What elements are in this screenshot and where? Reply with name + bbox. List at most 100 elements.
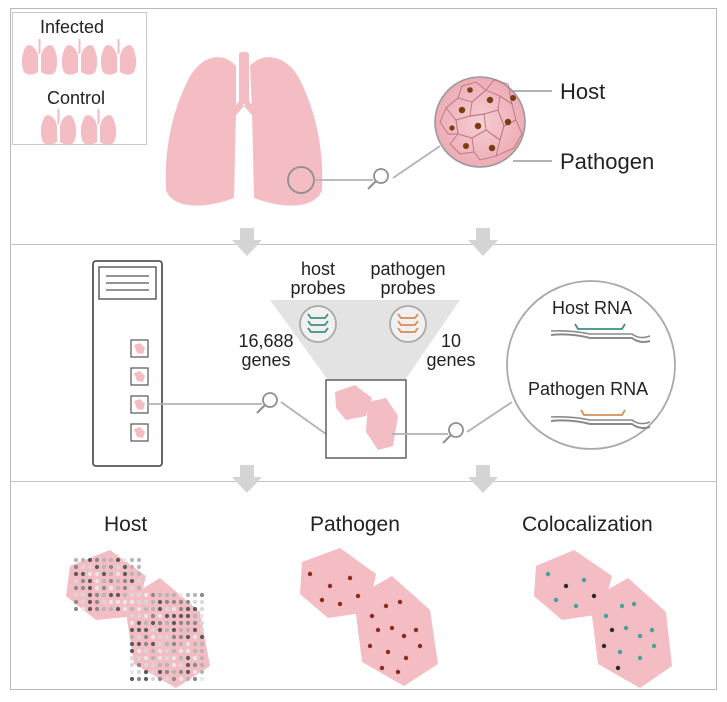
- host-spot: [171, 648, 177, 654]
- section-divider-2: [10, 481, 717, 482]
- control-lung-icon-1: [40, 109, 77, 145]
- pathogen-probes-icon: [389, 305, 427, 343]
- host-spot: [192, 669, 198, 675]
- infected-lung-icon-2: [61, 39, 98, 75]
- host-spot: [150, 648, 156, 654]
- host-spot: [178, 669, 184, 675]
- host-spot: [150, 676, 156, 682]
- host-spot: [122, 578, 128, 584]
- section-divider-1: [10, 244, 717, 245]
- host-probes-label: host probes: [288, 260, 348, 298]
- rna-callout-circle: [506, 280, 676, 450]
- pathogen-probes-label-line2: probes: [380, 278, 436, 298]
- host-spot: [87, 578, 93, 584]
- section-magnifier: [392, 401, 513, 444]
- host-spot: [73, 585, 79, 591]
- host-spot: [136, 578, 142, 584]
- host-spot: [171, 641, 177, 647]
- colocalization-spot: [651, 643, 657, 649]
- host-spot: [129, 627, 135, 633]
- host-spot: [136, 620, 142, 626]
- host-spot: [101, 564, 107, 570]
- host-spot: [171, 662, 177, 668]
- colocalization-spot: [637, 633, 643, 639]
- host-spot: [80, 606, 86, 612]
- host-spot: [129, 564, 135, 570]
- host-spot: [87, 599, 93, 605]
- host-spot: [80, 592, 86, 598]
- pathogen-gene-count-number: 10: [440, 331, 462, 351]
- host-spot: [185, 627, 191, 633]
- host-spot: [136, 662, 142, 668]
- host-spot: [164, 655, 170, 661]
- host-spot: [101, 599, 107, 605]
- host-spot: [115, 571, 121, 577]
- host-spot: [178, 641, 184, 647]
- host-spot: [143, 641, 149, 647]
- host-result-tissue: [66, 550, 210, 688]
- host-spot: [164, 627, 170, 633]
- colocalization-spot: [603, 613, 609, 619]
- host-spot: [136, 613, 142, 619]
- host-spot: [80, 557, 86, 563]
- pathogen-gene-count: 10 genes: [420, 332, 482, 370]
- host-spot: [122, 606, 128, 612]
- host-spot: [87, 571, 93, 577]
- down-arrow-2: [468, 228, 498, 256]
- infected-lung-icon-3: [100, 39, 137, 75]
- host-spot: [136, 655, 142, 661]
- host-spot: [192, 592, 198, 598]
- host-spot: [199, 655, 205, 661]
- pathogen-spot: [389, 625, 395, 631]
- host-spot: [87, 606, 93, 612]
- host-spot: [192, 655, 198, 661]
- host-spot: [164, 599, 170, 605]
- host-spot: [143, 620, 149, 626]
- pathogen-spot: [319, 597, 325, 603]
- host-spot: [171, 620, 177, 626]
- host-spot: [122, 571, 128, 577]
- host-spot: [185, 655, 191, 661]
- host-spot: [171, 606, 177, 612]
- host-spot: [164, 662, 170, 668]
- host-spot: [199, 641, 205, 647]
- host-spot: [73, 578, 79, 584]
- host-spot: [199, 669, 205, 675]
- host-spot: [143, 648, 149, 654]
- host-spot: [178, 662, 184, 668]
- host-spot: [192, 627, 198, 633]
- host-spot: [122, 564, 128, 570]
- host-spot: [150, 627, 156, 633]
- pathogen-spot: [413, 627, 419, 633]
- host-spot: [129, 585, 135, 591]
- figure-frame: [10, 8, 717, 690]
- pathogen-spot: [307, 571, 313, 577]
- host-spot: [171, 627, 177, 633]
- host-spot: [94, 564, 100, 570]
- host-spot: [164, 620, 170, 626]
- host-spot: [143, 634, 149, 640]
- host-spot: [150, 634, 156, 640]
- host-spot: [157, 606, 163, 612]
- host-spot: [129, 571, 135, 577]
- host-spot: [73, 606, 79, 612]
- host-spot: [73, 564, 79, 570]
- host-rna-label: Host RNA: [552, 298, 633, 318]
- host-spot: [129, 669, 135, 675]
- host-spot: [108, 592, 114, 598]
- pathogen-spot: [401, 633, 407, 639]
- host-spot: [129, 592, 135, 598]
- host-label: Host: [560, 79, 606, 104]
- host-spot: [178, 613, 184, 619]
- colocalization-result-title: Colocalization: [522, 513, 653, 536]
- host-spot: [101, 571, 107, 577]
- host-spot: [80, 585, 86, 591]
- pathogen-spot: [403, 655, 409, 661]
- host-spot: [80, 578, 86, 584]
- host-spot: [171, 592, 177, 598]
- host-spot: [178, 655, 184, 661]
- host-spot: [143, 655, 149, 661]
- host-spot: [129, 557, 135, 563]
- host-spot: [171, 634, 177, 640]
- host-spot: [122, 585, 128, 591]
